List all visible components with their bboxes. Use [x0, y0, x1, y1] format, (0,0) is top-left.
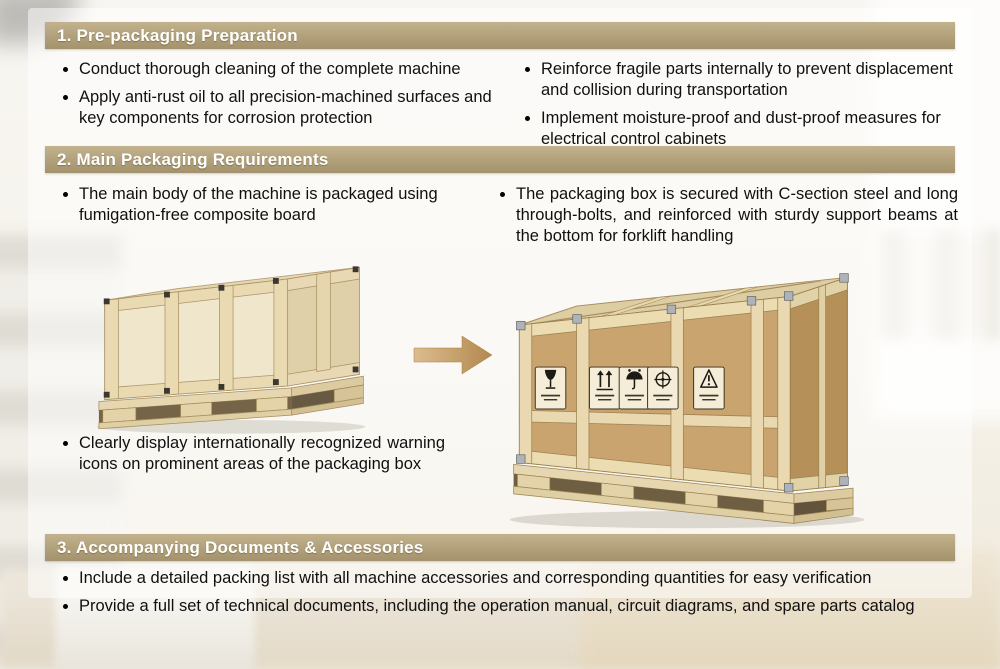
section-2-header: 2. Main Packaging Requirements — [45, 146, 955, 173]
bullet-marker — [525, 115, 530, 121]
marked-crate-illustration — [509, 273, 865, 529]
bullet-text: The packaging box is secured with C-sect… — [516, 185, 958, 245]
bullet-text: The main body of the machine is packaged… — [79, 185, 438, 224]
section-3-header: 3. Accompanying Documents & Accessories — [45, 534, 955, 561]
corner-bracket-icons — [103, 266, 359, 398]
bullet-item: Implement moisture-proof and dust-proof … — [525, 108, 957, 150]
bullet-text: Include a detailed packing list with all… — [79, 569, 872, 587]
section-1-title: 1. Pre-packaging Preparation — [57, 26, 298, 45]
handle-care-icon — [647, 366, 679, 410]
plain-crate-illustration — [96, 266, 366, 434]
keep-dry-icon — [618, 366, 651, 410]
bullet-item: The main body of the machine is packaged… — [63, 184, 493, 226]
bullet-marker — [63, 67, 68, 72]
warning-label-strip — [534, 366, 725, 410]
bullet-item: Include a detailed packing list with all… — [63, 568, 955, 589]
bullet-item: Clearly display internationally recogniz… — [63, 433, 445, 475]
section-3-title: 3. Accompanying Documents & Accessories — [57, 538, 424, 557]
section-2-left-bullet-2: Clearly display internationally recogniz… — [63, 433, 445, 482]
bullet-text: Implement moisture-proof and dust-proof … — [541, 108, 941, 148]
bullet-item: The packaging box is secured with C-sect… — [500, 184, 958, 247]
bullet-item: Provide a full set of technical document… — [63, 596, 955, 617]
section-3-bullets: Include a detailed packing list with all… — [63, 568, 955, 624]
section-1-left-bullets: Conduct thorough cleaning of the complet… — [63, 59, 513, 136]
section-1-right-bullets: Reinforce fragile parts internally to pr… — [525, 59, 957, 157]
this-way-up-icon — [588, 366, 621, 410]
warning-icon — [693, 366, 725, 410]
section-2-title: 2. Main Packaging Requirements — [57, 150, 329, 169]
bullet-marker — [500, 192, 505, 197]
bullet-item: Reinforce fragile parts internally to pr… — [525, 59, 957, 101]
bullet-text: Apply anti-rust oil to all precision-mac… — [79, 87, 492, 127]
bullet-marker — [63, 441, 68, 446]
bullet-marker — [63, 576, 68, 581]
bullet-marker — [63, 192, 68, 197]
bullet-text: Provide a full set of technical document… — [79, 596, 915, 615]
bullet-marker — [525, 67, 530, 72]
bullet-item: Apply anti-rust oil to all precision-mac… — [63, 87, 513, 129]
metal-bracket-icons — [516, 273, 849, 493]
bullet-marker — [63, 603, 68, 609]
bullet-item: Conduct thorough cleaning of the complet… — [63, 59, 513, 80]
bullet-text: Conduct thorough cleaning of the complet… — [79, 60, 461, 78]
section-1-header: 1. Pre-packaging Preparation — [45, 22, 955, 49]
fragile-icon — [534, 366, 567, 410]
section-2-right-bullet: The packaging box is secured with C-sect… — [500, 184, 958, 254]
bullet-text: Reinforce fragile parts internally to pr… — [541, 60, 953, 99]
right-arrow-icon — [413, 335, 493, 375]
bullet-text: Clearly display internationally recogniz… — [79, 434, 445, 473]
bullet-marker — [63, 94, 68, 100]
section-2-left-bullet-1: The main body of the machine is packaged… — [63, 184, 493, 233]
